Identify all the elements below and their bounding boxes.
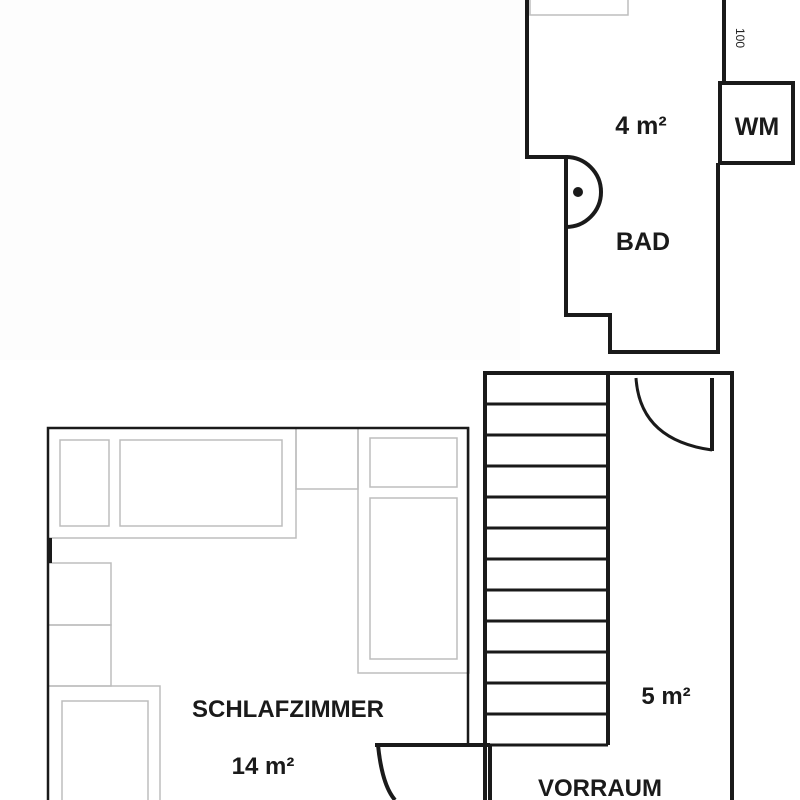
bed-frame [357, 427, 470, 674]
wardrobe [47, 685, 161, 800]
schlafzimmer-area: 14 m² [232, 753, 295, 780]
bad-area: 4 m² [615, 112, 666, 140]
bad-label: BAD [616, 228, 670, 256]
toilet-dot-icon [573, 187, 583, 197]
bathtub [529, 0, 629, 16]
nightstand [59, 439, 110, 527]
background-area [0, 0, 520, 360]
vorraum-label: VORRAUM [538, 775, 662, 800]
schlafzimmer-label: SCHLAFZIMMER [192, 696, 384, 723]
mattress [369, 497, 458, 660]
door-swing-icon [634, 377, 713, 452]
bedroom: SCHLAFZIMMER 14 m² [46, 426, 490, 800]
dimension-label: 100 [733, 28, 747, 48]
vorraum: 5 m² VORRAUM [483, 371, 734, 800]
washing-machine-box [718, 81, 795, 165]
bathroom-wall [525, 0, 720, 354]
door-swing-icon [376, 744, 397, 800]
wm-label: WM [735, 113, 779, 141]
wardrobe-inner [61, 700, 149, 800]
bedroom-wall [46, 426, 470, 800]
toilet-icon [565, 155, 603, 229]
cabinet-block [47, 427, 297, 539]
cabinet [47, 624, 112, 687]
vorraum-area: 5 m² [641, 683, 690, 710]
pillow [369, 437, 458, 488]
shelf [295, 427, 359, 490]
desk [119, 439, 283, 527]
staircase [485, 373, 610, 747]
bathroom: 4 m² BAD WM 100 [525, 0, 795, 354]
cabinet [47, 562, 112, 626]
